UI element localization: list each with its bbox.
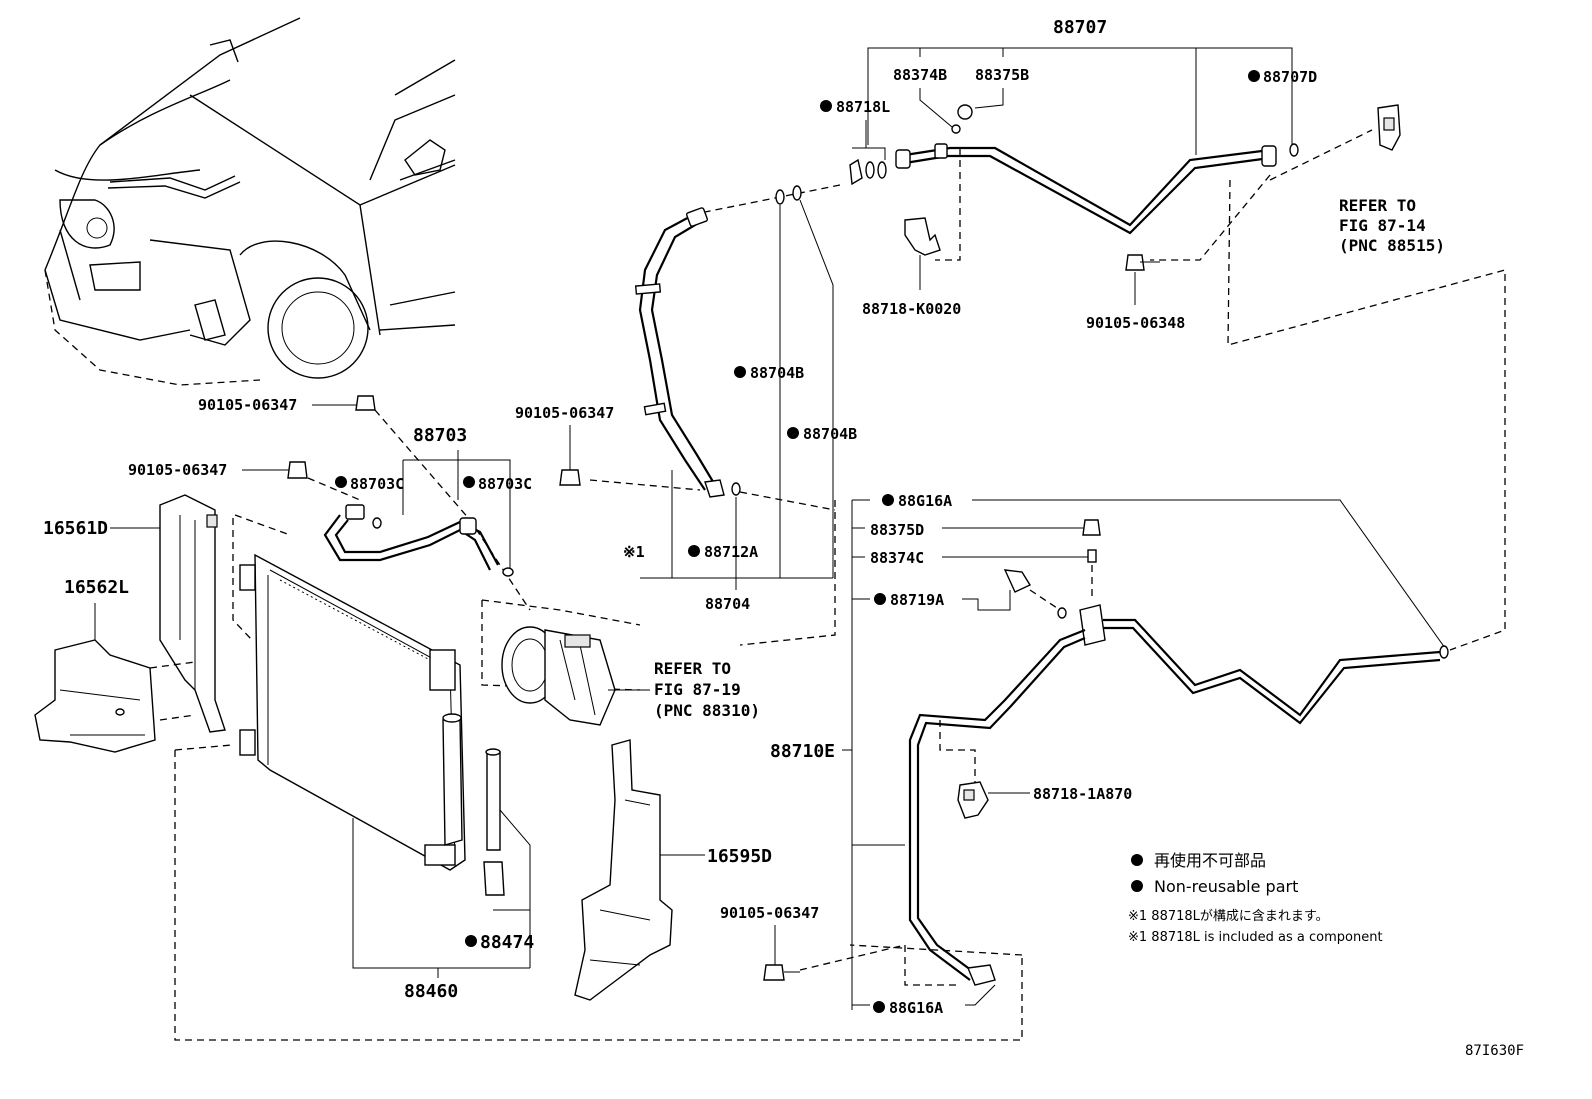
part-number-88703C: 88703C bbox=[478, 475, 532, 493]
cooler-tube-88710E: 88G16A 88375D 88374C 88719A bbox=[870, 492, 1449, 986]
legend-dot bbox=[1131, 854, 1143, 866]
part-number-88712A: 88712A bbox=[704, 543, 758, 561]
note-jp: ※1 88718Lが構成に含まれます。 bbox=[1128, 908, 1329, 924]
part-number-16561D: 16561D bbox=[43, 518, 108, 539]
non-reusable-dot bbox=[820, 100, 832, 112]
refer-figure-link-87-14[interactable]: FIG 87-14 bbox=[1339, 216, 1426, 235]
part-number-88718-K0020: 88718-K0020 bbox=[862, 300, 961, 318]
legend-en: Non-reusable part bbox=[1154, 877, 1298, 896]
expansion-valve bbox=[1377, 104, 1401, 151]
part-number-90105-06348: 90105-06348 bbox=[1086, 314, 1185, 332]
pressure-sensor-88718-1A870 bbox=[957, 781, 989, 819]
label-88707: 88707 bbox=[867, 17, 1293, 155]
part-number-88G16A: 88G16A bbox=[889, 999, 943, 1017]
part-number-90105-06347: 90105-06347 bbox=[515, 404, 614, 422]
part-number-88G16A: 88G16A bbox=[898, 492, 952, 510]
bolt-90105-06347 bbox=[763, 964, 785, 981]
part-number-88374B: 88374B bbox=[893, 66, 947, 84]
note-en: ※1 88718L is included as a component bbox=[1128, 930, 1383, 945]
bolt-90105-06347 bbox=[287, 461, 308, 479]
bolt-90105-06347 bbox=[559, 469, 581, 486]
part-number-88474: 88474 bbox=[480, 932, 534, 953]
part-number-90105-06347: 90105-06347 bbox=[198, 396, 297, 414]
car-front-illustration bbox=[44, 17, 456, 386]
part-number-88707: 88707 bbox=[1053, 17, 1107, 38]
part-number-88703C: 88703C bbox=[350, 475, 404, 493]
part-number-88718-1A870: 88718-1A870 bbox=[1033, 785, 1132, 803]
refer-pnc-88515: (PNC 88515) bbox=[1339, 236, 1445, 255]
part-number-88375D: 88375D bbox=[870, 521, 924, 539]
part-number-88460: 88460 bbox=[404, 981, 458, 1002]
refer-figure-link-87-19[interactable]: FIG 87-19 bbox=[654, 680, 741, 699]
refer-to-label: REFER TO bbox=[654, 659, 731, 678]
seal-16562L bbox=[34, 639, 156, 753]
legend-dot bbox=[1131, 880, 1143, 892]
refer-pnc-88310: (PNC 88310) bbox=[654, 701, 760, 720]
desiccant-88474 bbox=[483, 748, 505, 896]
part-number-88704: 88704 bbox=[705, 595, 750, 613]
condenser-88460 bbox=[239, 553, 466, 871]
part-number-16562L: 16562L bbox=[64, 577, 129, 598]
part-number-16595D: 16595D bbox=[707, 846, 772, 867]
seal-16595D bbox=[574, 739, 673, 1001]
part-number-90105-06347: 90105-06347 bbox=[128, 461, 227, 479]
refer-to-label: REFER TO bbox=[1339, 196, 1416, 215]
compressor bbox=[481, 599, 641, 726]
part-number-88374C: 88374C bbox=[870, 549, 924, 567]
suction-hose-88704 bbox=[634, 185, 802, 498]
seal-16561D bbox=[159, 494, 226, 733]
bolt-90105-06347 bbox=[355, 395, 376, 411]
note-mark: ※1 bbox=[623, 543, 645, 561]
part-number-88707D: 88707D bbox=[1263, 68, 1317, 86]
part-number-88719A: 88719A bbox=[890, 591, 944, 609]
part-number-88718L: 88718L bbox=[836, 98, 890, 116]
bolt-90105-06348: 90105-06348 bbox=[1086, 254, 1185, 332]
part-number-88703: 88703 bbox=[413, 425, 467, 446]
figure-code: 87I630F bbox=[1465, 1043, 1524, 1059]
pressure-sensor-88718-K0020: 88718-K0020 bbox=[862, 217, 961, 318]
non-reusable-dot bbox=[1248, 70, 1260, 82]
discharge-hose-88703 bbox=[323, 504, 514, 577]
legend-jp: 再使用不可部品 bbox=[1154, 851, 1266, 870]
part-number-88710E: 88710E bbox=[770, 741, 835, 762]
cooler-tube-88707 bbox=[689, 104, 1506, 651]
part-number-88704B: 88704B bbox=[803, 425, 857, 443]
part-number-90105-06347: 90105-06347 bbox=[720, 904, 819, 922]
part-number-88375B: 88375B bbox=[975, 66, 1029, 84]
part-number-88704B: 88704B bbox=[750, 364, 804, 382]
